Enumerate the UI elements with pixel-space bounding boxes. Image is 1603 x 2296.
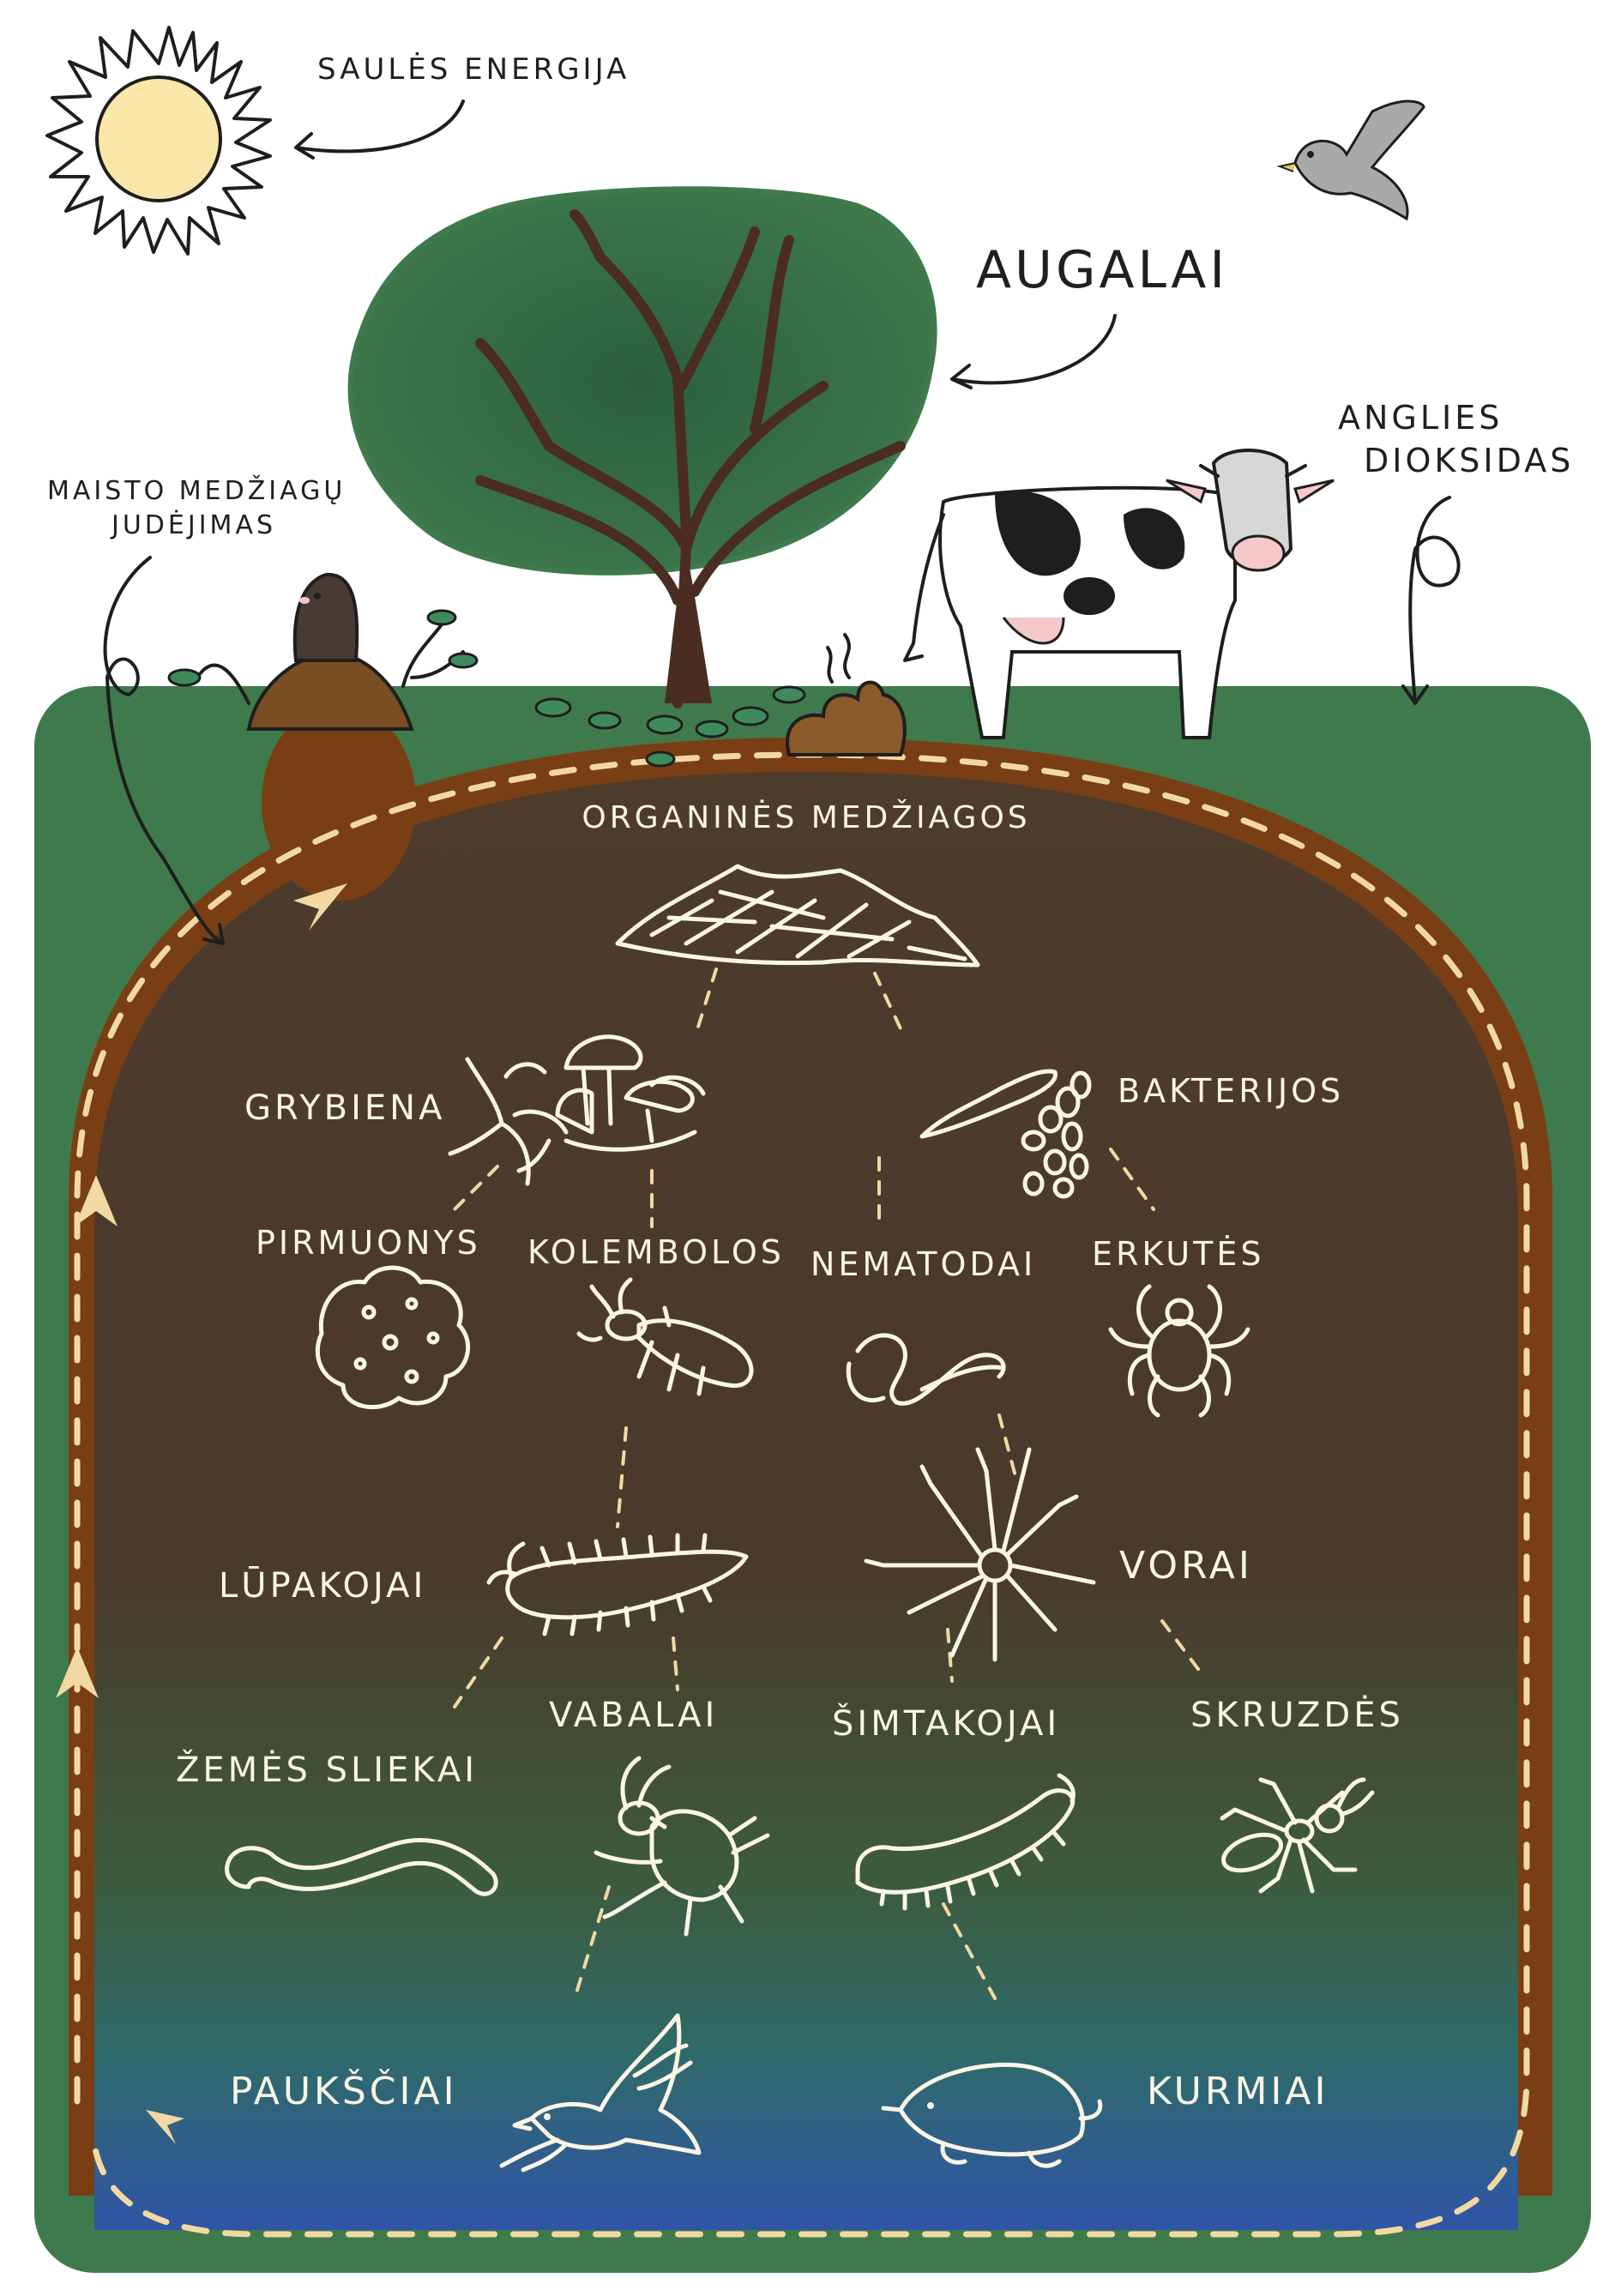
- mites-label: ERKUTĖS: [1092, 1235, 1264, 1273]
- protozoa-label: PIRMUONYS: [256, 1224, 481, 1262]
- birds-label: PAUKŠČIAI: [230, 2068, 458, 2113]
- soil-area: [94, 772, 1518, 2230]
- millipedes-label: ŠIMTAKOJAI: [832, 1702, 1060, 1744]
- fungi-label: GRYBIENA: [244, 1088, 445, 1128]
- plants-label: AUGALAI: [976, 240, 1228, 300]
- co2-label-line1: ANGLIES: [1338, 399, 1503, 437]
- co2-label-line2: DIOKSIDAS: [1364, 442, 1574, 479]
- pigeon-icon: [1280, 101, 1424, 219]
- nematodes-label: NEMATODAI: [811, 1245, 1036, 1283]
- co2-arrow: [1403, 497, 1459, 703]
- moles-label: KURMIAI: [1147, 2070, 1329, 2113]
- bacteria-label: BAKTERIJOS: [1118, 1072, 1344, 1110]
- mole-tunnel: [262, 703, 416, 901]
- sun-energy-arrow: [296, 101, 463, 158]
- nutrients-label-line2: JUDĖJIMAS: [110, 509, 276, 540]
- organic-matter-label: ORGANINĖS MEDŽIAGOS: [582, 799, 1030, 835]
- nutrients-label-line1: MAISTO MEDŽIAGŲ: [47, 475, 346, 506]
- sun-energy-label: SAULĖS ENERGIJA: [317, 52, 630, 87]
- ants-label: SKRUZDĖS: [1190, 1694, 1404, 1735]
- springtails-label: KOLEMBOLOS: [527, 1233, 785, 1271]
- plants-arrow: [952, 316, 1115, 388]
- sun-icon: [47, 27, 270, 254]
- beetles-label: VABALAI: [549, 1696, 718, 1735]
- earthworms-label: ŽEMĖS SLIEKAI: [176, 1749, 478, 1790]
- tree-icon: [351, 189, 935, 703]
- spiders-label: VORAI: [1119, 1544, 1253, 1588]
- centipedes-label: LŪPAKOJAI: [219, 1565, 426, 1606]
